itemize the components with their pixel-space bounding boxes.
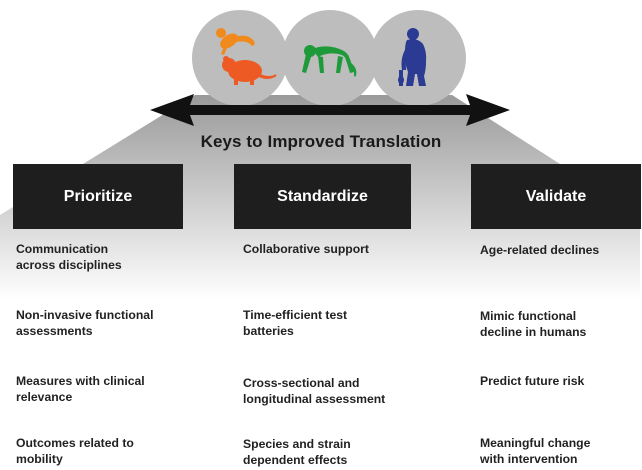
species-circle-primate [282, 10, 378, 106]
standardize-item: Cross-sectional and longitudinal assessm… [243, 376, 386, 406]
human-icon [398, 28, 427, 86]
prioritize-item: Communication across disciplines [16, 242, 122, 272]
standardize-item: Collaborative support [243, 242, 369, 256]
standardize-header: Standardize [234, 164, 411, 229]
validate-header: Validate [471, 164, 641, 229]
validate-item: Predict future risk [480, 374, 585, 388]
rodent-icon [216, 28, 277, 85]
standardize-item: Time-efficient test batteries [243, 308, 348, 338]
standardize-item: Species and strain dependent effects [243, 437, 351, 467]
validate-item: Meaningful change with intervention [480, 436, 591, 466]
prioritize-item: Outcomes related to mobility [16, 436, 134, 466]
prioritize-header: Prioritize [13, 164, 183, 229]
validate-item: Age-related declines [480, 243, 600, 257]
diagram-title: Keys to Improved Translation [200, 132, 442, 151]
monkey-icon [302, 45, 357, 77]
prioritize-item: Non-invasive functional assessments [16, 308, 154, 338]
validate-item: Mimic functional decline in humans [480, 309, 587, 339]
double-arrow-icon [150, 94, 510, 126]
prioritize-item: Measures with clinical relevance [16, 374, 145, 404]
species-circle-rodent [192, 10, 288, 106]
